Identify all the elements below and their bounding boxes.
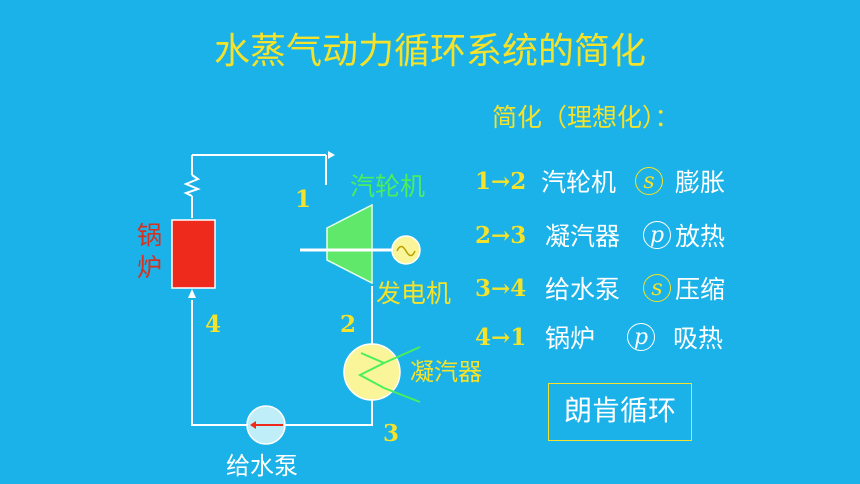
generator-label: 发电机 <box>376 279 452 308</box>
cooling-line-out <box>383 387 421 403</box>
point-3-label: 3 <box>383 420 400 447</box>
flow-arrow-up <box>188 289 196 298</box>
pump-label: 给水泵 <box>226 452 298 480</box>
process-device: 凝汽器 <box>545 222 621 251</box>
isentropic-symbol: s <box>643 274 671 302</box>
process-step: 1→2 <box>475 167 527 195</box>
condenser-coil <box>357 352 387 389</box>
process-device: 给水泵 <box>545 275 621 304</box>
flow-arrow-top <box>328 151 335 159</box>
process-device: 锅炉 <box>545 324 596 353</box>
point-2-label: 2 <box>340 311 357 338</box>
condenser-label: 凝汽器 <box>410 358 482 386</box>
process-row: 4→1 锅炉 p 吸热 <box>475 320 723 354</box>
process-row: 3→4 给水泵 s 压缩 <box>475 271 725 305</box>
turbine-shape <box>326 203 373 285</box>
process-row: 1→2 汽轮机 s 膨胀 <box>475 164 725 198</box>
process-step: 3→4 <box>475 274 527 302</box>
process-step: 4→1 <box>475 323 527 351</box>
process-device: 汽轮机 <box>541 168 617 197</box>
process-action: 压缩 <box>675 275 726 304</box>
boiler-rect <box>171 219 216 289</box>
process-action: 放热 <box>675 222 726 251</box>
heater-coil <box>183 174 201 197</box>
isobaric-symbol: p <box>643 221 671 249</box>
simplification-heading: 简化（理想化）： <box>492 103 680 132</box>
point-4-label: 4 <box>205 311 222 338</box>
condenser-circle <box>343 343 401 401</box>
piping <box>191 154 373 426</box>
point-1-label: 1 <box>295 186 312 213</box>
cooling-line-in <box>383 346 421 364</box>
ac-wave-icon <box>396 245 416 257</box>
pump-arrowhead <box>250 421 256 429</box>
turbine-label: 汽轮机 <box>350 172 426 201</box>
rankine-cycle-box: 朗肯循环 <box>548 383 692 441</box>
process-row: 2→3 凝汽器 p 放热 <box>475 218 725 252</box>
isentropic-symbol: s <box>635 167 663 195</box>
process-action: 膨胀 <box>675 168 726 197</box>
page-title: 水蒸气动力循环系统的简化 <box>213 31 646 72</box>
isobaric-symbol: p <box>627 323 655 351</box>
process-step: 2→3 <box>475 221 527 249</box>
process-action: 吸热 <box>673 324 724 353</box>
boiler-label: 锅炉 <box>137 221 163 282</box>
